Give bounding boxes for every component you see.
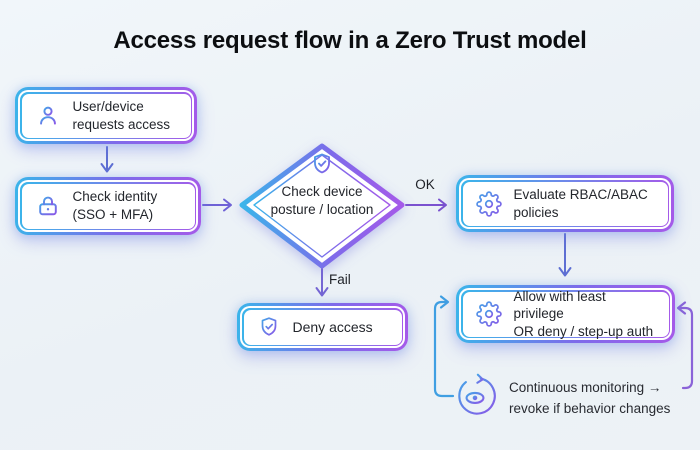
label-line-2: OR deny / step-up auth bbox=[513, 323, 654, 339]
label-line-2: (SSO + MFA) bbox=[72, 207, 154, 222]
label-line-1: User/device bbox=[72, 98, 144, 114]
node-allow-least-privilege-label: Allow with least privilege OR deny / ste… bbox=[514, 288, 656, 341]
node-check-identity-label: Check identity (SSO + MFA) bbox=[73, 188, 158, 223]
label-line-2: posture / location bbox=[270, 201, 374, 217]
gear-icon bbox=[475, 190, 502, 217]
node-evaluate-policies-label: Evaluate RBAC/ABAC policies bbox=[514, 186, 648, 221]
node-continuous-monitoring-label: Continuous monitoring → revoke if behavi… bbox=[509, 378, 670, 420]
node-allow-least-privilege: Allow with least privilege OR deny / ste… bbox=[456, 285, 675, 343]
label-line-1: Continuous monitoring → bbox=[509, 380, 662, 395]
label-line-2: requests access bbox=[72, 116, 171, 132]
page-title: Access request flow in a Zero Trust mode… bbox=[113, 27, 587, 54]
arrow-ok-to-evaluate bbox=[405, 198, 447, 212]
node-deny-access-label: Deny access bbox=[292, 318, 373, 335]
arrow-identity-to-posture bbox=[202, 198, 232, 212]
label-line-1: Allow with least privilege bbox=[513, 288, 606, 322]
node-evaluate-policies: Evaluate RBAC/ABAC policies bbox=[456, 175, 674, 232]
label-line-2: revoke if behavior changes bbox=[509, 400, 671, 416]
lock-icon bbox=[38, 196, 57, 216]
node-user-device: User/device requests access bbox=[15, 87, 197, 144]
edge-label-ok: OK bbox=[415, 177, 435, 192]
label-line-1: Evaluate RBAC/ABAC bbox=[513, 186, 648, 202]
loop-monitoring-left bbox=[433, 295, 455, 398]
gear-icon bbox=[475, 301, 502, 327]
label-line-2: policies bbox=[513, 204, 559, 220]
shield-check-icon bbox=[314, 153, 330, 174]
node-deny-access: Deny access bbox=[237, 303, 408, 351]
edge-label-fail: Fail bbox=[329, 272, 351, 287]
node-check-device-posture-label: Check device posture / location bbox=[246, 183, 398, 218]
shield-check-icon bbox=[261, 317, 276, 336]
label-line-1: Check device bbox=[281, 184, 363, 199]
user-icon bbox=[39, 106, 56, 125]
eye-loop-icon bbox=[458, 373, 496, 415]
label-line-1: Check identity bbox=[72, 189, 158, 205]
diamond-check-device-posture bbox=[239, 143, 405, 269]
node-user-device-label: User/device requests access bbox=[73, 98, 171, 133]
arrow-user-to-identity bbox=[100, 146, 114, 173]
arrow-fail-to-deny bbox=[315, 268, 329, 297]
loop-monitoring-right bbox=[676, 301, 694, 390]
node-check-identity: Check identity (SSO + MFA) bbox=[15, 177, 201, 235]
arrow-evaluate-to-allow bbox=[558, 233, 572, 277]
